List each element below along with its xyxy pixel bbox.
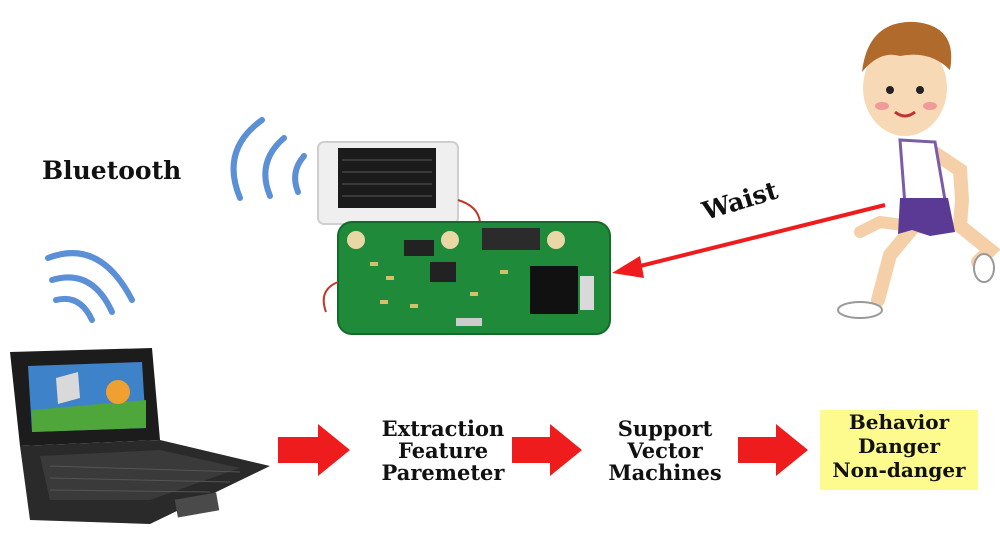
step1-line3: Paremeter	[381, 460, 505, 485]
step2-line2: Vector	[627, 438, 703, 463]
step1-line1: Extraction	[381, 416, 505, 441]
runner-figure	[837, 21, 1000, 319]
step1-line2: Feature	[397, 438, 489, 463]
pipeline-arrow-2	[512, 424, 582, 476]
step2-line3: Machines	[608, 460, 722, 485]
sensor-signal-waves-icon	[230, 117, 307, 201]
result-line1: Behavior	[848, 410, 950, 434]
result-line2: Danger	[857, 434, 941, 458]
bluetooth-label: Bluetooth	[42, 156, 182, 185]
pipeline-arrow-3	[738, 424, 808, 476]
sensor-circuit-board	[322, 221, 611, 335]
velcro-pad	[317, 141, 481, 225]
svm-step: Support Vector Machines	[590, 418, 740, 484]
waist-arrow	[612, 203, 886, 278]
behavior-result-box: Behavior Danger Non-danger	[820, 410, 978, 490]
laptop	[10, 348, 270, 524]
step2-line1: Support	[617, 416, 713, 441]
feature-extraction-step: Extraction Feature Paremeter	[358, 418, 528, 484]
result-line3: Non-danger	[832, 458, 966, 482]
laptop-signal-waves-icon	[45, 250, 135, 323]
pipeline-arrow-1	[278, 424, 350, 476]
